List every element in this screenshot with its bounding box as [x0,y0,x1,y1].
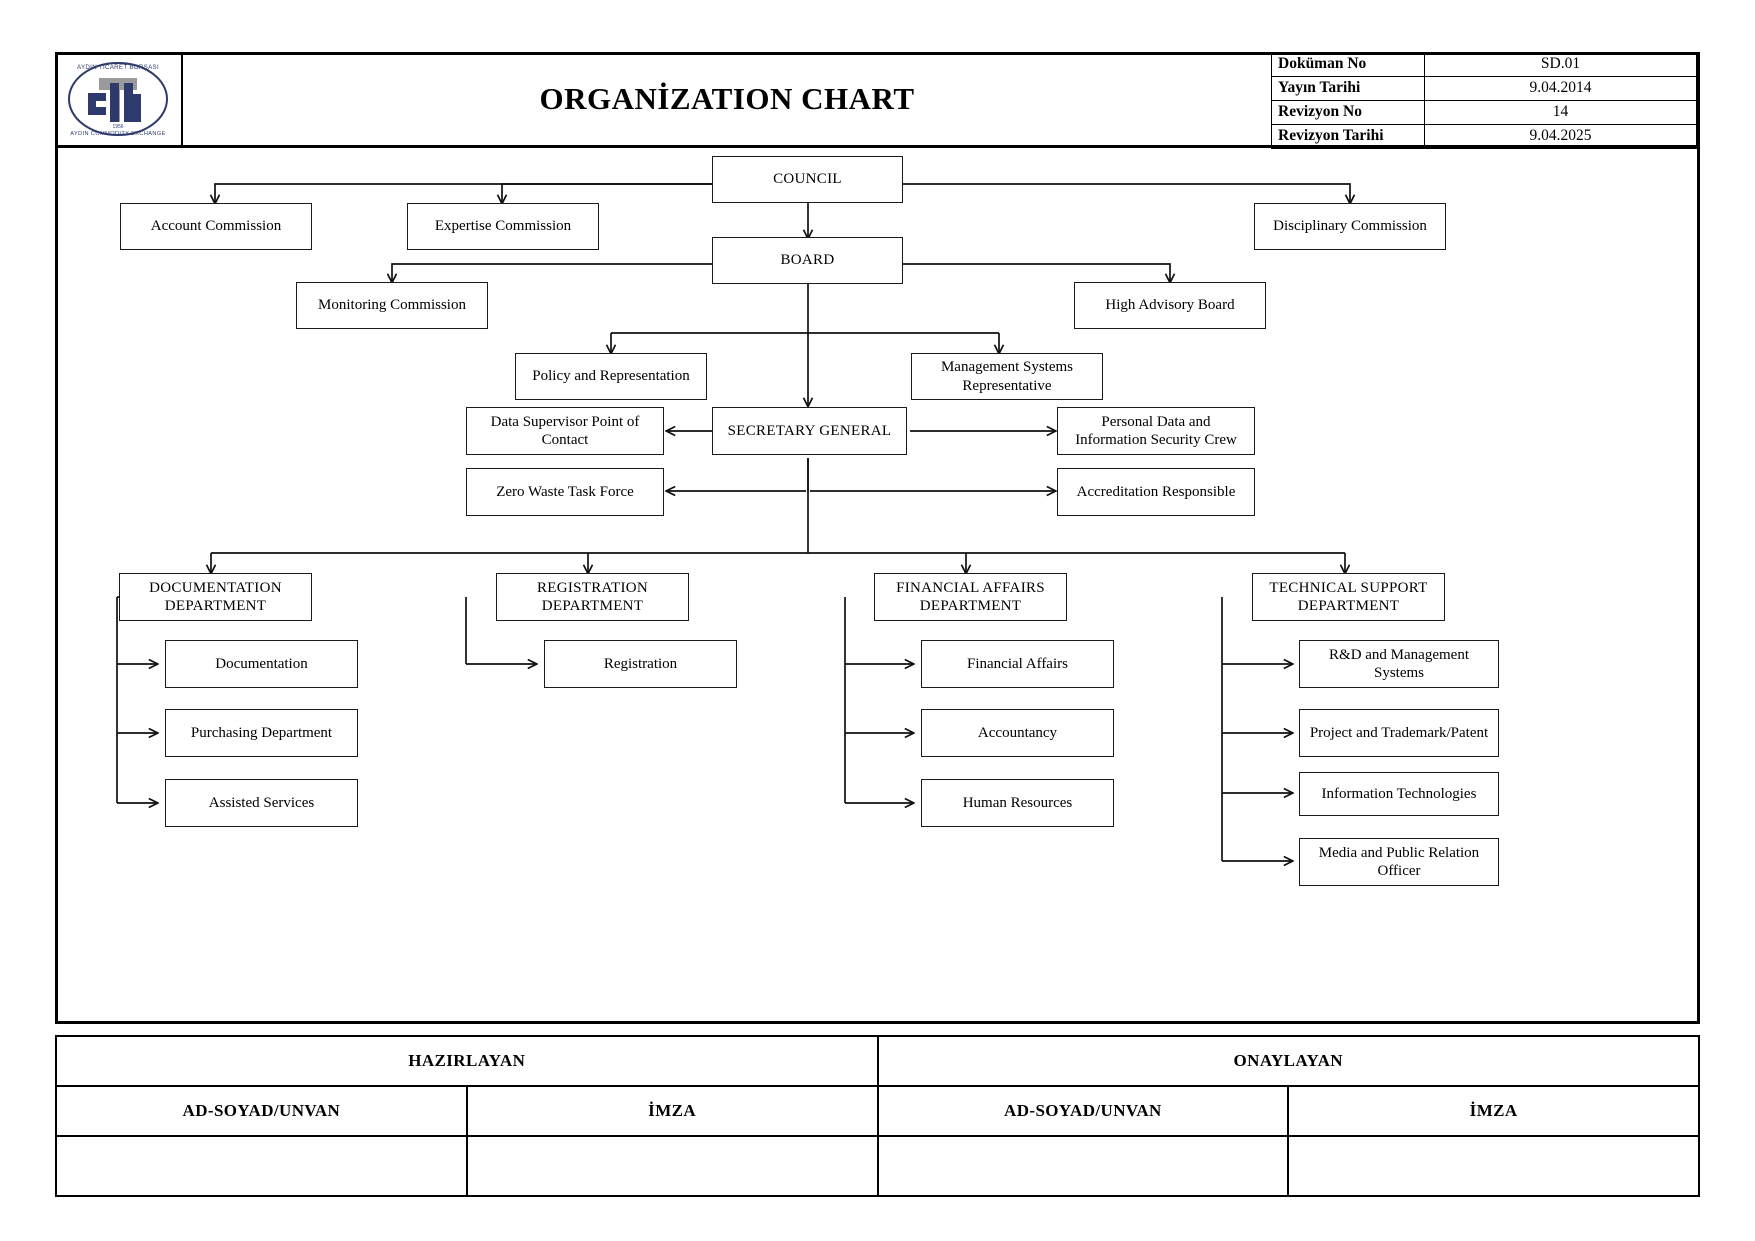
meta-row-revizyon-no: Revizyon No 14 [1271,100,1697,125]
node-data-supervisor-point-of-contact[interactable]: Data Supervisor Point of Contact [466,407,664,455]
signature-imza-right-field[interactable] [1287,1135,1700,1197]
node-management-systems-representative[interactable]: Management Systems Representative [911,353,1103,400]
meta-value-revizyon-no: 14 [1424,100,1697,125]
meta-key-revizyon-no: Revizyon No [1271,100,1425,125]
node-registration-department-label: REGISTRATION DEPARTMENT [536,579,649,614]
signature-approved-by-header: ONAYLAYAN [876,1035,1700,1087]
node-disciplinary-commission-label: Disciplinary Commission [1273,218,1427,235]
signature-blank-row [55,1135,1700,1197]
node-financial-affairs-label: Financial Affairs [967,655,1068,672]
node-management-systems-representative-label: Management Systems Representative [940,359,1074,394]
node-council[interactable]: COUNCIL [712,156,903,203]
node-secretary-general-label: SECRETARY GENERAL [727,422,892,439]
node-accreditation-responsible[interactable]: Accreditation Responsible [1057,468,1255,516]
node-board-label: BOARD [780,252,835,269]
node-personal-data-security-crew-label: Personal Data and Information Security C… [1075,413,1237,448]
node-expertise-commission-label: Expertise Commission [434,218,572,235]
node-assisted-services-label: Assisted Services [208,794,315,811]
signature-name-title-right-header: AD-SOYAD/UNVAN [876,1085,1290,1137]
node-high-advisory-board-label: High Advisory Board [1105,297,1235,314]
meta-key-yayin-tarihi: Yayın Tarihi [1271,76,1425,101]
signature-name-title-right-field[interactable] [876,1135,1290,1197]
node-financial-affairs[interactable]: Financial Affairs [921,640,1114,688]
node-policy-and-representation[interactable]: Policy and Representation [515,353,707,400]
signature-subheader-row: AD-SOYAD/UNVAN İMZA AD-SOYAD/UNVAN İMZA [55,1085,1700,1137]
logo-cell: AYDIN TİCARET BORSASI 1956 AYDIN COMMODI… [55,52,183,145]
meta-row-revizyon-tarihi: Revizyon Tarihi 9.04.2025 [1271,124,1697,149]
node-human-resources-label: Human Resources [962,794,1073,811]
node-rd-and-management-systems-label: R&D and Management Systems [1329,646,1469,681]
node-human-resources[interactable]: Human Resources [921,779,1114,827]
signature-imza-left-field[interactable] [465,1135,879,1197]
node-expertise-commission[interactable]: Expertise Commission [407,203,599,250]
node-zero-waste-task-force-label: Zero Waste Task Force [496,483,634,500]
node-assisted-services[interactable]: Assisted Services [165,779,358,827]
node-technical-support-department-label: TECHNICAL SUPPORT DEPARTMENT [1269,579,1428,614]
node-documentation-label: Documentation [215,655,308,672]
signature-imza-left-header: İMZA [465,1085,879,1137]
document-frame [55,52,1700,1024]
node-high-advisory-board[interactable]: High Advisory Board [1074,282,1266,329]
svg-text:AYDIN TİCARET BORSASI: AYDIN TİCARET BORSASI [77,64,159,71]
signature-name-title-left-field[interactable] [55,1135,468,1197]
signature-table: HAZIRLAYAN ONAYLAYAN AD-SOYAD/UNVAN İMZA… [55,1035,1700,1197]
node-account-commission-label: Account Commission [150,218,282,235]
node-information-technologies[interactable]: Information Technologies [1299,772,1499,816]
node-project-and-trademark-patent[interactable]: Project and Trademark/Patent [1299,709,1499,757]
node-registration[interactable]: Registration [544,640,737,688]
signature-name-title-left-header: AD-SOYAD/UNVAN [55,1085,468,1137]
node-accountancy[interactable]: Accountancy [921,709,1114,757]
node-financial-affairs-department[interactable]: FINANCIAL AFFAIRS DEPARTMENT [874,573,1067,621]
node-rd-and-management-systems[interactable]: R&D and Management Systems [1299,640,1499,688]
node-council-label: COUNCIL [773,171,842,188]
node-documentation[interactable]: Documentation [165,640,358,688]
node-zero-waste-task-force[interactable]: Zero Waste Task Force [466,468,664,516]
node-registration-department[interactable]: REGISTRATION DEPARTMENT [496,573,689,621]
meta-value-revizyon-tarihi: 9.04.2025 [1424,124,1697,149]
org-chart-canvas: COUNCIL Account Commission Expertise Com… [55,148,1700,1005]
node-documentation-department-label: DOCUMENTATION DEPARTMENT [149,579,282,614]
signature-header-row: HAZIRLAYAN ONAYLAYAN [55,1035,1700,1087]
node-policy-and-representation-label: Policy and Representation [532,368,690,385]
node-account-commission[interactable]: Account Commission [120,203,312,250]
node-technical-support-department[interactable]: TECHNICAL SUPPORT DEPARTMENT [1252,573,1445,621]
aydin-commodity-exchange-logo-icon: AYDIN TİCARET BORSASI 1956 AYDIN COMMODI… [66,59,170,139]
node-registration-label: Registration [603,655,678,672]
node-project-and-trademark-patent-label: Project and Trademark/Patent [1309,724,1489,741]
signature-prepared-by-header: HAZIRLAYAN [55,1035,879,1087]
node-secretary-general[interactable]: SECRETARY GENERAL [712,407,907,455]
meta-key-dokuman-no: Doküman No [1271,52,1425,77]
node-accreditation-responsible-label: Accreditation Responsible [1076,483,1236,500]
node-purchasing-department[interactable]: Purchasing Department [165,709,358,757]
node-documentation-department[interactable]: DOCUMENTATION DEPARTMENT [119,573,312,621]
page-title: ORGANİZATION CHART [539,80,915,116]
node-monitoring-commission[interactable]: Monitoring Commission [296,282,488,329]
node-information-technologies-label: Information Technologies [1321,785,1477,802]
node-media-and-public-relation-officer-label: Media and Public Relation Officer [1318,844,1480,879]
svg-text:1956: 1956 [112,124,123,130]
node-disciplinary-commission[interactable]: Disciplinary Commission [1254,203,1446,250]
meta-key-revizyon-tarihi: Revizyon Tarihi [1271,124,1425,149]
document-header: AYDIN TİCARET BORSASI 1956 AYDIN COMMODI… [55,52,1700,149]
node-financial-affairs-department-label: FINANCIAL AFFAIRS DEPARTMENT [896,579,1045,614]
node-accountancy-label: Accountancy [977,724,1058,741]
node-data-supervisor-point-of-contact-label: Data Supervisor Point of Contact [490,413,640,448]
svg-text:AYDIN COMMODITY EXCHANGE: AYDIN COMMODITY EXCHANGE [70,131,165,137]
node-monitoring-commission-label: Monitoring Commission [318,297,466,314]
node-personal-data-security-crew[interactable]: Personal Data and Information Security C… [1057,407,1255,455]
signature-imza-right-header: İMZA [1287,1085,1700,1137]
node-board[interactable]: BOARD [712,237,903,284]
node-media-and-public-relation-officer[interactable]: Media and Public Relation Officer [1299,838,1499,886]
document-title-cell: ORGANİZATION CHART [183,52,1271,145]
node-purchasing-department-label: Purchasing Department [190,724,333,741]
